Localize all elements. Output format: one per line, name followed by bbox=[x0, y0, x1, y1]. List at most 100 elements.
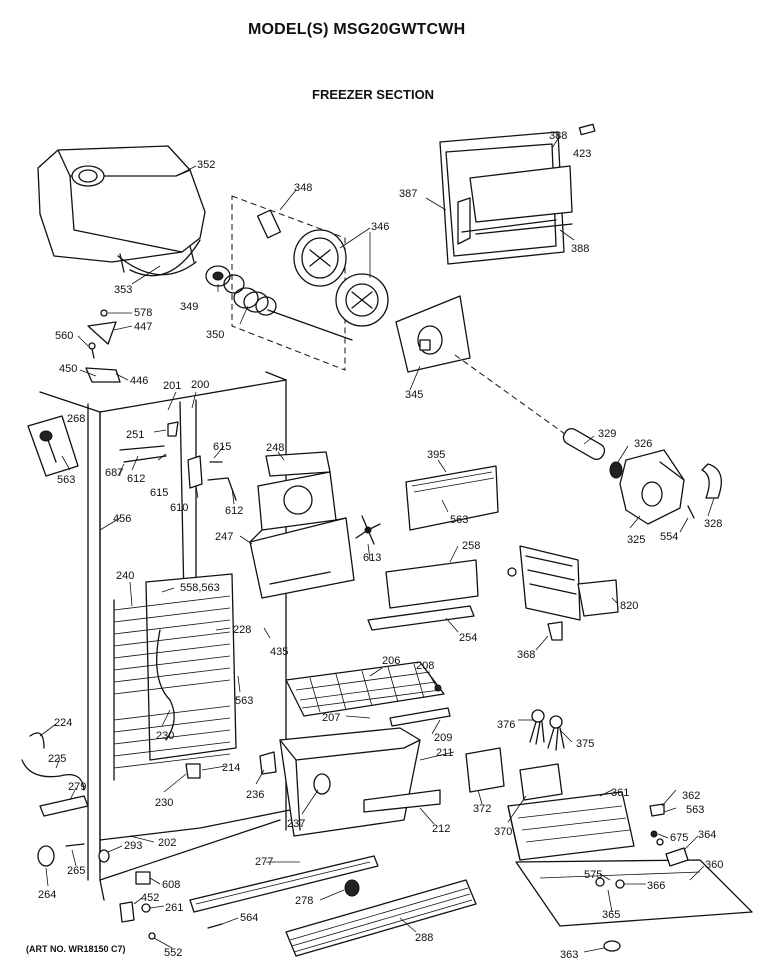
callout-326: 326 bbox=[634, 438, 652, 450]
dispenser-door-387 bbox=[439, 123, 596, 265]
callout-387: 387 bbox=[399, 188, 417, 200]
callout-370: 370 bbox=[494, 826, 512, 838]
callout-247: 247 bbox=[215, 531, 233, 543]
small-bracket-447 bbox=[85, 309, 121, 383]
callout-435: 435 bbox=[270, 646, 288, 658]
callout-687: 687 bbox=[105, 467, 123, 479]
callout-447: 447 bbox=[134, 321, 152, 333]
leader-lines bbox=[39, 135, 715, 953]
callout-237: 237 bbox=[287, 818, 305, 830]
callout-346: 346 bbox=[371, 221, 389, 233]
callout-563-lower: 563 bbox=[686, 804, 704, 816]
roller-278 bbox=[344, 879, 360, 897]
callout-348: 348 bbox=[294, 182, 312, 194]
callout-288: 288 bbox=[415, 932, 433, 944]
callout-352: 352 bbox=[197, 159, 215, 171]
callout-265: 265 bbox=[67, 865, 85, 877]
callout-278: 278 bbox=[295, 895, 313, 907]
callout-450: 450 bbox=[59, 363, 77, 375]
callout-261: 261 bbox=[165, 902, 183, 914]
auger-spring-350 bbox=[233, 287, 353, 341]
callout-325: 325 bbox=[627, 534, 645, 546]
callout-214: 214 bbox=[222, 762, 240, 774]
callout-248: 248 bbox=[266, 442, 284, 454]
callout-563-mid: 563 bbox=[235, 695, 253, 707]
callout-361: 361 bbox=[611, 787, 629, 799]
section-title: FREEZER SECTION bbox=[312, 87, 435, 102]
callout-225: 225 bbox=[48, 753, 66, 765]
callout-202: 202 bbox=[158, 837, 176, 849]
bracket-268 bbox=[27, 415, 79, 477]
callout-563-left: 563 bbox=[57, 474, 75, 486]
wire-shelf-206 bbox=[285, 661, 451, 727]
callout-268: 268 bbox=[67, 413, 85, 425]
callout-388-top: 388 bbox=[549, 130, 567, 142]
callout-612-left: 612 bbox=[127, 473, 145, 485]
callout-612-right: 612 bbox=[225, 505, 243, 517]
heater-wire-225 bbox=[21, 732, 89, 817]
wire-harness-376 bbox=[529, 709, 565, 751]
callout-200: 200 bbox=[191, 379, 209, 391]
callout-360: 360 bbox=[705, 859, 723, 871]
callout-388-bottom: 388 bbox=[571, 243, 589, 255]
control-box-361 bbox=[507, 791, 635, 861]
callout-368: 368 bbox=[517, 649, 535, 661]
callout-423: 423 bbox=[573, 148, 591, 160]
auger-coupling-349 bbox=[205, 265, 245, 294]
callout-366: 366 bbox=[647, 880, 665, 892]
callout-446: 446 bbox=[130, 375, 148, 387]
callout-206: 206 bbox=[382, 655, 400, 667]
callout-209: 209 bbox=[434, 732, 452, 744]
callout-349: 349 bbox=[180, 301, 198, 313]
shelf-trim-258 bbox=[385, 559, 479, 609]
callout-558-563: 558,563 bbox=[180, 582, 220, 594]
mounting-plate-345 bbox=[395, 295, 471, 373]
callout-675: 675 bbox=[670, 832, 688, 844]
callout-365: 365 bbox=[602, 909, 620, 921]
callout-236: 236 bbox=[246, 789, 264, 801]
callout-578: 578 bbox=[134, 307, 152, 319]
control-panel-395 bbox=[405, 465, 499, 531]
callout-251: 251 bbox=[126, 429, 144, 441]
callout-labels: 352 348 346 388 423 387 388 353 349 350 … bbox=[38, 130, 723, 961]
callout-375: 375 bbox=[576, 738, 594, 750]
model-title: MODEL(S) MSG20GWTCWH bbox=[248, 21, 466, 38]
callout-264: 264 bbox=[38, 889, 56, 901]
callout-395: 395 bbox=[427, 449, 445, 461]
ice-crusher-blades-346 bbox=[256, 209, 389, 327]
callout-564: 564 bbox=[240, 912, 258, 924]
callout-452: 452 bbox=[141, 892, 159, 904]
callout-230-top: 230 bbox=[156, 730, 174, 742]
callout-212: 212 bbox=[432, 823, 450, 835]
callout-552: 552 bbox=[164, 947, 182, 959]
callout-350: 350 bbox=[206, 329, 224, 341]
callout-277: 277 bbox=[255, 856, 273, 868]
callout-240: 240 bbox=[116, 570, 134, 582]
callout-364: 364 bbox=[698, 829, 716, 841]
callout-230-bottom: 230 bbox=[155, 797, 173, 809]
callout-201: 201 bbox=[163, 380, 181, 392]
callout-376: 376 bbox=[497, 719, 515, 731]
callout-258: 258 bbox=[462, 540, 480, 552]
callout-575: 575 bbox=[584, 869, 602, 881]
callout-345: 345 bbox=[405, 389, 423, 401]
callout-207: 207 bbox=[322, 712, 340, 724]
callout-613: 613 bbox=[363, 552, 381, 564]
callout-211: 211 bbox=[436, 747, 454, 759]
callout-563-right: 563 bbox=[450, 514, 468, 526]
callout-820: 820 bbox=[620, 600, 638, 612]
callout-610: 610 bbox=[170, 502, 188, 514]
fan-blade-613 bbox=[355, 515, 381, 545]
callout-293: 293 bbox=[124, 840, 142, 852]
callout-228: 228 bbox=[233, 624, 251, 636]
callout-224: 224 bbox=[54, 717, 72, 729]
callout-254: 254 bbox=[459, 632, 477, 644]
ice-bucket-352 bbox=[37, 145, 206, 277]
support-rail-277 bbox=[189, 855, 379, 913]
callout-456: 456 bbox=[113, 513, 131, 525]
callout-615-left: 615 bbox=[150, 487, 168, 499]
callout-608: 608 bbox=[162, 879, 180, 891]
callout-372: 372 bbox=[473, 803, 491, 815]
callout-353: 353 bbox=[114, 284, 132, 296]
